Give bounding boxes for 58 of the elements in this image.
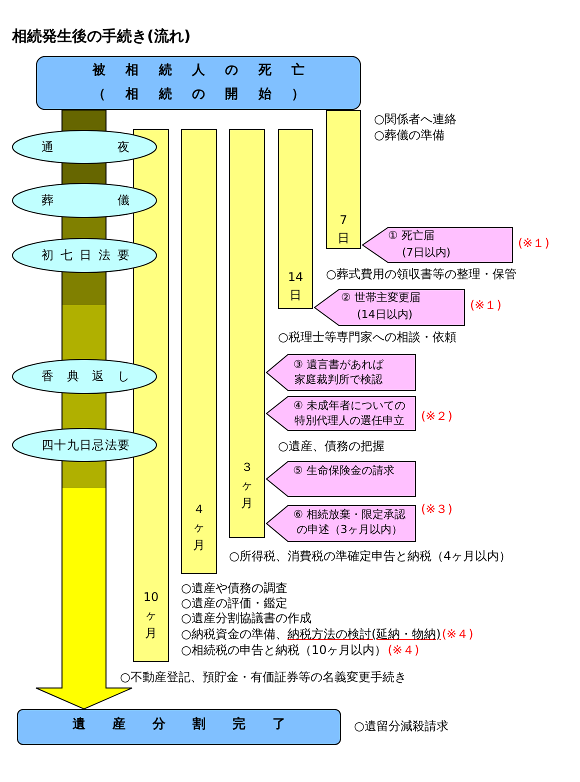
footnote-mark: (※３) <box>421 502 452 517</box>
note-text: ○遺産、債務の把握 <box>278 439 384 454</box>
note-text: ○遺産の評価・鑑定 <box>181 596 288 611</box>
box-heading: 被相続人の死亡 <box>92 63 304 79</box>
callout-text: ⑤ 生命保険金の請求 <box>293 463 394 478</box>
footnote-mark: (※４) <box>442 627 474 642</box>
callout-text: ② 世帯主変更届 <box>341 290 420 305</box>
note-text: ○関係者へ連絡 <box>374 112 456 127</box>
event-ellipse <box>12 130 157 164</box>
note-text: ○不動産登記、預貯金・有価証券等の名義変更手続き <box>120 670 406 685</box>
callout-text: ④ 未成年者についての特別代理人の選任申立 <box>293 398 406 428</box>
period-label: 14日 <box>287 269 304 304</box>
event-label: 初七日法要 <box>42 248 130 263</box>
pentagon-callout <box>266 354 416 391</box>
note-text: ○税理士等専門家への相談・依頼 <box>278 330 456 345</box>
pentagon-callout <box>266 505 416 542</box>
note-text: ○遺留分減殺請求 <box>354 719 448 734</box>
event-label: 葬儀 <box>42 193 130 208</box>
callout-text: ③ 遺言書があれば家庭裁判所で検認 <box>293 357 384 387</box>
event-ellipse <box>12 238 157 273</box>
box-heading: 遺産分割完了 <box>72 717 286 733</box>
period-bar <box>229 129 265 538</box>
note-text: ○所得税、消費税の準確定申告と納税（4ヶ月以内） <box>229 549 512 564</box>
page-title: 相続発生後の手続き(流れ) <box>12 27 191 45</box>
callout-text: ⑥ 相続放棄・限定承認の申述（3ヶ月以内） <box>293 507 406 537</box>
event-ellipse <box>12 359 157 394</box>
event-label: 香典返し <box>42 369 130 384</box>
event-label: 通夜 <box>42 140 130 154</box>
event-ellipse <box>12 183 157 218</box>
period-bar <box>326 110 361 249</box>
footnote-mark: (※４) <box>388 643 420 658</box>
deadline-text: (14日以内) <box>357 307 413 322</box>
pentagon-callout <box>266 396 416 431</box>
period-bar <box>181 129 217 574</box>
event-ellipse <box>12 428 157 462</box>
period-bar <box>278 129 313 309</box>
period-label: ３ヶ月 <box>240 459 254 512</box>
pentagon-callout <box>266 461 416 497</box>
pentagon-callout <box>314 289 465 326</box>
footnote-mark: (※２) <box>421 409 452 424</box>
note-text: ○葬式費用の領収書等の整理・保管 <box>326 267 516 282</box>
deadline-text: (7日以内) <box>402 245 451 260</box>
period-label: 7日 <box>336 212 350 247</box>
note-text: ○納税資金の準備、納税方法の検討(延納・物納) <box>181 627 441 642</box>
box-subheading: （相続の開始） <box>92 87 304 103</box>
footnote-mark: (※１) <box>470 298 502 313</box>
footnote-mark: (※１) <box>518 236 550 251</box>
event-label: 四十九日忌法要 <box>42 438 130 452</box>
start-box <box>36 56 361 110</box>
end-box <box>17 709 341 745</box>
pentagon-callout <box>362 227 513 263</box>
note-text: ○葬儀の準備 <box>374 128 444 143</box>
note-text: ○遺産や債務の調査 <box>181 581 288 596</box>
callout-text: ① 死亡届 <box>388 228 434 243</box>
note-text: ○相続税の申告と納税（10ヶ月以内） <box>181 643 387 658</box>
period-label: ４ヶ月 <box>192 501 206 554</box>
note-text: ○遺産分割協議書の作成 <box>181 611 312 626</box>
period-label: 10ヶ月 <box>142 589 160 642</box>
